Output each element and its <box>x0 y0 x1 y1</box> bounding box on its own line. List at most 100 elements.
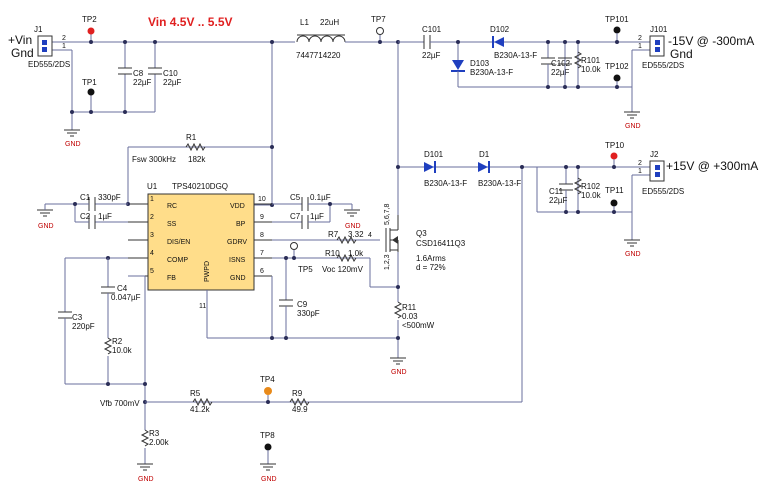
c101-ref: C101 <box>422 25 442 34</box>
c7-value: 1µF <box>310 212 324 221</box>
c2-ref: C2 <box>80 212 91 221</box>
u1-pin-name: COMP <box>167 257 188 264</box>
tp11-label: TP11 <box>605 186 624 195</box>
c101-value: 22µF <box>422 51 441 60</box>
ground-symbol <box>260 463 276 471</box>
gnd-label: GND <box>345 223 361 230</box>
d103-ref: D103 <box>470 59 490 68</box>
tp4-marker <box>264 387 272 395</box>
junction-dot <box>576 165 580 169</box>
junction-dot <box>73 202 77 206</box>
c1-value: 330pF <box>98 193 121 202</box>
u1-pin-name: FB <box>167 275 176 282</box>
u1-pin-name: GDRV <box>227 239 247 246</box>
c5-ref: C5 <box>290 193 301 202</box>
d103-diode <box>451 60 465 72</box>
r1-ref: R1 <box>186 133 197 142</box>
u1-pin-num: 6 <box>260 268 264 275</box>
junction-dot <box>612 210 616 214</box>
r11-power: <500mW <box>402 321 435 330</box>
junction-dot <box>396 165 400 169</box>
d103-part: B230A-13-F <box>470 68 513 77</box>
ground-symbol <box>37 209 53 217</box>
junction-dot <box>270 145 274 149</box>
r102-resistor <box>573 177 583 195</box>
junction-dot <box>563 85 567 89</box>
junction-dot <box>615 40 619 44</box>
c11-ref: C11 <box>549 187 564 196</box>
q3-part: CSD16411Q3 <box>416 239 466 248</box>
junction-dot <box>564 165 568 169</box>
junction-dot <box>153 40 157 44</box>
d1-ref: D1 <box>479 150 490 159</box>
c5-value: 0.1µF <box>310 193 331 202</box>
d101-ref: D101 <box>424 150 444 159</box>
j1-part: ED555/2DS <box>28 60 70 69</box>
junction-dot <box>576 210 580 214</box>
ground-symbol <box>137 463 153 471</box>
tp2-marker <box>87 27 95 35</box>
l1-part: 7447714220 <box>296 51 341 60</box>
r10-ref: R10 <box>325 249 340 258</box>
junction-dot <box>396 285 400 289</box>
r10-value: 1.0k <box>348 249 364 258</box>
c1-ref: C1 <box>80 193 91 202</box>
l1-ref: L1 <box>300 18 309 27</box>
u1-pwpd: PWPD <box>204 261 211 282</box>
tp8-label: TP8 <box>260 431 275 440</box>
junction-dot <box>143 382 147 386</box>
r1-value: 182k <box>188 155 206 164</box>
junction-dot <box>284 336 288 340</box>
u1-pin-num: 9 <box>260 214 264 221</box>
fsw-label: Fsw 300kHz <box>132 155 176 164</box>
junction-dot <box>70 110 74 114</box>
d1-diode <box>478 161 490 173</box>
gnd-label-j1: Gnd <box>11 46 34 60</box>
d102-part: B230A-13-F <box>494 51 537 60</box>
junction-dot <box>396 336 400 340</box>
l1-inductor-coil <box>296 35 346 43</box>
d101-part: B230A-13-F <box>424 179 467 188</box>
c8-value: 22µF <box>133 78 152 87</box>
junction-dot <box>89 110 93 114</box>
junction-dot <box>266 400 270 404</box>
u1-pad-num: 11 <box>199 303 206 310</box>
u1-pin-name: SS <box>167 221 177 228</box>
tp8-marker <box>264 443 272 451</box>
junction-dot <box>563 40 567 44</box>
pos-output-label: +15V @ +300mA <box>666 159 758 173</box>
duty-label: d = 72% <box>416 263 446 272</box>
tp102-label: TP102 <box>605 62 629 71</box>
q3-mosfet <box>385 215 399 252</box>
r10-resistor <box>336 253 357 263</box>
junction-dot <box>546 85 550 89</box>
neg-output-label: -15V @ -300mA <box>668 34 754 48</box>
r7-ref: R7 <box>328 230 339 239</box>
j101-connector <box>649 35 665 57</box>
tp101-marker <box>613 26 621 34</box>
r5-ref: R5 <box>190 389 201 398</box>
r9-resistor <box>289 397 310 407</box>
gnd-label: GND <box>38 223 54 230</box>
u1-pin-num: 2 <box>150 214 154 221</box>
junction-dot <box>328 202 332 206</box>
junction-dot <box>612 165 616 169</box>
tp2-label: TP2 <box>82 15 97 24</box>
gnd-label: GND <box>138 476 154 483</box>
u1-pin-name: VDD <box>230 203 245 210</box>
ground-symbol <box>64 129 80 137</box>
tp5-marker <box>290 242 298 250</box>
j101-gnd-label: Gnd <box>670 47 693 61</box>
d101-diode <box>424 161 436 173</box>
u1-ref: U1 <box>147 182 158 191</box>
gnd-label: GND <box>261 476 277 483</box>
junction-dot <box>270 40 274 44</box>
tp101-label: TP101 <box>605 15 629 24</box>
d1-part: B230A-13-F <box>478 179 521 188</box>
vin-range-label: Vin 4.5V .. 5.5V <box>148 15 233 29</box>
r2-resistor <box>103 337 113 355</box>
l1-gap <box>295 36 351 46</box>
j2-connector <box>649 160 665 182</box>
r11-value: 0.03 <box>402 312 418 321</box>
j1-ref: J1 <box>34 25 43 34</box>
